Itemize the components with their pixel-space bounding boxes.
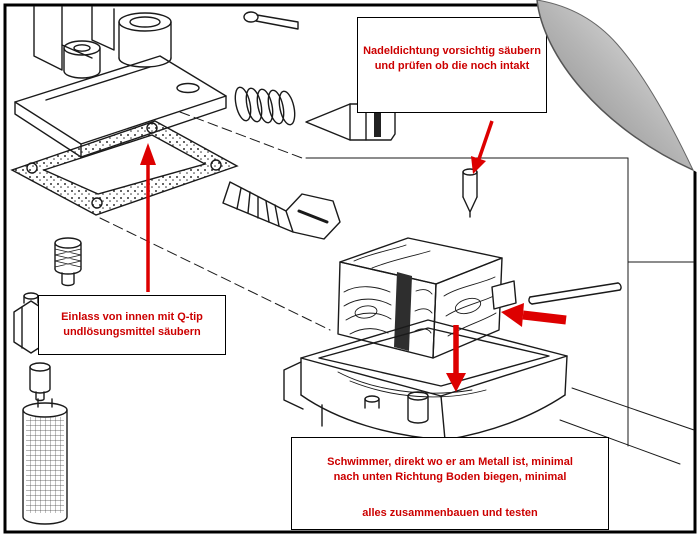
cotter-pin (243, 11, 299, 30)
arrow-down-head (446, 373, 466, 392)
spring (234, 86, 296, 126)
needle-valve (462, 168, 478, 218)
page-curl (536, 0, 700, 174)
annotation-inlet: Einlass von innen mit Q-tip undlösungsmi… (38, 295, 226, 355)
page-curl-edge (536, 0, 694, 171)
annotation-text: und prüfen ob die noch intakt (374, 60, 530, 72)
annotation-text: nach unten Richtung Boden biegen, minima… (333, 471, 567, 483)
arrow-needle-seal (471, 120, 494, 174)
arrow-inlet (140, 143, 156, 292)
annotation-text: undlösungsmittel säubern (63, 326, 201, 338)
annotation-text: Schwimmer, direkt wo er am Metall ist, m… (327, 456, 573, 468)
annotation-text: Nadeldichtung vorsichtig säubern (363, 45, 541, 57)
float-pin (528, 282, 622, 305)
arrow-needle-head (471, 156, 486, 174)
annotation-needle-seal: Nadeldichtung vorsichtig säubern und prü… (357, 17, 547, 113)
fuel-filter (22, 398, 68, 525)
arrow-inlet-head (140, 143, 156, 165)
annotation-float: Schwimmer, direkt wo er am Metall ist, m… (291, 437, 609, 530)
cover-gasket (10, 120, 239, 216)
main-jet (54, 237, 82, 287)
cover-bolt (222, 181, 341, 240)
pilot-jet (29, 362, 51, 402)
page-border (3, 3, 697, 534)
float (337, 237, 517, 359)
float-bowl (283, 319, 568, 441)
arrow-float-metal (501, 303, 567, 327)
alignment-lines (99, 111, 695, 465)
carburetor-top-cover (14, 6, 227, 158)
arrow-float-down (446, 325, 466, 392)
annotation-text: alles zusammenbauen und testen (362, 507, 538, 519)
annotation-text: Einlass von innen mit Q-tip (61, 311, 203, 323)
arrow-float-head (501, 303, 524, 327)
